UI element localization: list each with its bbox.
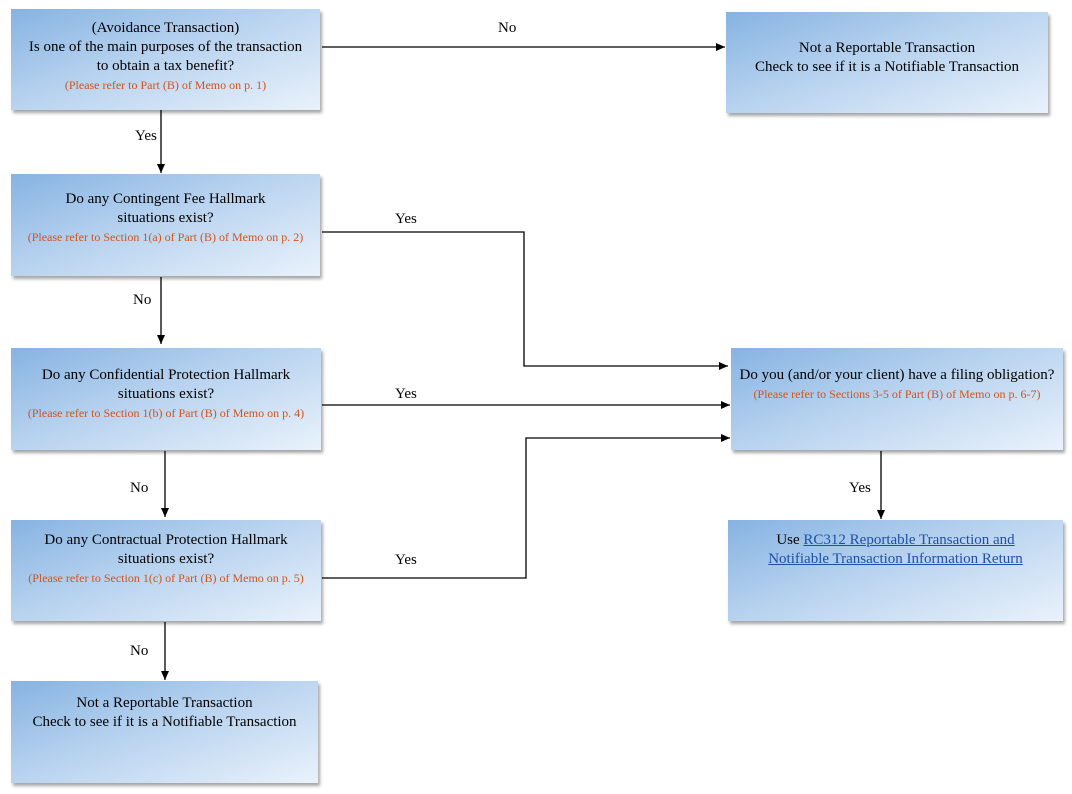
node-filing-obligation-question: Do you (and/or your client) have a filin… (731, 348, 1063, 450)
edge-label-q2-no: No (133, 292, 152, 308)
node-q3-reference: (Please refer to Section 1(b) of Part (B… (27, 406, 305, 420)
node-not-reportable-top-line2: Check to see if it is a Notifiable Trans… (754, 59, 1020, 75)
edge-label-q1-no: No (498, 20, 517, 36)
node-contractual-protection-question: Do any Contractual Protection Hallmark s… (11, 520, 321, 621)
edge-label-q4-no: No (130, 643, 149, 659)
node-use-rc312: Use RC312 Reportable Transaction and Not… (728, 520, 1063, 621)
edge-label-q3-yes: Yes (395, 386, 417, 402)
node-q4-reference: (Please refer to Section 1(c) of Part (B… (28, 571, 304, 585)
node-not-reportable-top-line1: Not a Reportable Transaction (798, 40, 976, 56)
edge-label-q2-yes: Yes (395, 211, 417, 227)
node-rc312-line1: Use RC312 Reportable Transaction and (776, 531, 1014, 550)
node-q4-line1: Do any Contractual Protection Hallmark (44, 532, 288, 548)
node-rc312-line2: Notifiable Transaction Information Retur… (768, 550, 1023, 569)
node-filing-line1: Do you (and/or your client) have a filin… (739, 367, 1055, 383)
edge-label-filing-yes: Yes (849, 480, 871, 496)
node-q2-reference: (Please refer to Section 1(a) of Part (B… (27, 230, 304, 244)
rc312-form-link-continued[interactable]: Notifiable Transaction Information Retur… (768, 551, 1023, 567)
edge-label-q4-yes: Yes (395, 552, 417, 568)
node-q1-line3: to obtain a tax benefit? (96, 58, 235, 74)
rc312-form-link[interactable]: RC312 Reportable Transaction and (803, 532, 1015, 548)
node-rc312-prefix: Use (776, 532, 804, 548)
node-q4-line2: situations exist? (117, 551, 215, 567)
node-q3-line2: situations exist? (117, 386, 215, 402)
node-filing-reference: (Please refer to Sections 3-5 of Part (B… (753, 387, 1041, 401)
node-q1-line1: (Avoidance Transaction) (91, 20, 240, 36)
edge-label-q1-yes: Yes (135, 128, 157, 144)
node-not-reportable-bottom-line1: Not a Reportable Transaction (76, 695, 253, 711)
node-contingent-fee-question: Do any Contingent Fee Hallmark situation… (11, 174, 320, 276)
node-not-reportable-top: Not a Reportable Transaction Check to se… (726, 12, 1048, 113)
node-confidential-protection-question: Do any Confidential Protection Hallmark … (11, 348, 321, 450)
node-q2-line1: Do any Contingent Fee Hallmark (65, 191, 266, 207)
node-q3-line1: Do any Confidential Protection Hallmark (41, 367, 291, 383)
node-not-reportable-bottom-line2: Check to see if it is a Notifiable Trans… (32, 714, 297, 730)
edge-q4-yes (322, 434, 730, 579)
node-not-reportable-bottom: Not a Reportable Transaction Check to se… (11, 681, 318, 783)
node-q1-line2: Is one of the main purposes of the trans… (28, 39, 303, 55)
edge-q2-yes (322, 231, 728, 370)
node-q2-line2: situations exist? (117, 210, 214, 226)
edge-label-q3-no: No (130, 480, 149, 496)
node-avoidance-transaction-question: (Avoidance Transaction) Is one of the ma… (11, 9, 320, 110)
node-q1-reference: (Please refer to Part (B) of Memo on p. … (64, 78, 267, 92)
